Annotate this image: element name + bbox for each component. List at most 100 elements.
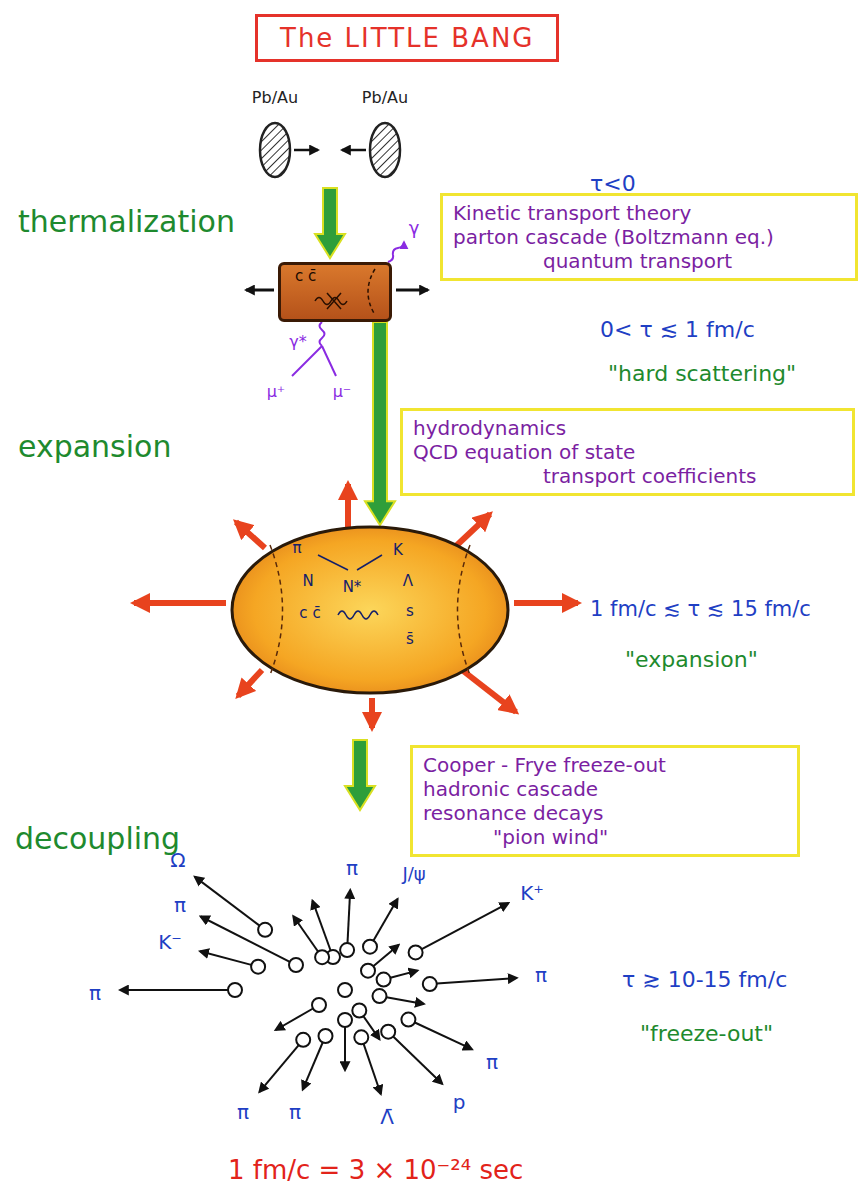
particle-label: J/ψ: [402, 864, 425, 884]
particle-label: c c̄: [299, 604, 320, 622]
stage-arrow: [315, 188, 345, 258]
method-line: transport coefficients: [543, 464, 756, 488]
flow-arrows: [134, 484, 578, 728]
hadron-circle: [409, 945, 423, 959]
expansion-arrow: [246, 289, 274, 292]
method-line: QCD equation of state: [413, 440, 635, 464]
collision-line: [318, 555, 382, 570]
annotation: 1 fm/c ≲ τ ≲ 15 fm/c: [590, 598, 811, 621]
hadron-track: [393, 1037, 442, 1084]
flow-arrow: [238, 670, 262, 696]
annotation: 1 fm/c = 3 × 10⁻²⁴ sec: [228, 1156, 523, 1185]
hadron-circle: [377, 973, 391, 987]
hadron-circle: [319, 1029, 333, 1043]
hadron-track: [422, 903, 509, 949]
particle-label: π: [174, 894, 186, 916]
annotation: thermalization: [18, 205, 235, 238]
particle-label: p: [453, 1091, 466, 1113]
hadron-track: [415, 1023, 472, 1050]
particle-label: Λ: [403, 572, 413, 590]
particle-label: γ: [409, 218, 420, 238]
fluid-ellipse-outline: [232, 527, 508, 693]
annotation: "freeze-out": [640, 1022, 773, 1046]
nucleus: Pb/Au: [348, 88, 422, 180]
hadron-track: [364, 1044, 381, 1094]
nucleus-ellipse: [260, 123, 290, 177]
parton-line: [327, 293, 341, 309]
lepton-line: [322, 346, 336, 376]
hadron-circle: [401, 1013, 415, 1027]
method-line: parton cascade (Boltzmann eq.): [453, 225, 774, 249]
flow-arrow: [369, 698, 375, 728]
stage-arrow: [345, 740, 375, 810]
annotation: 0< τ ≲ 1 fm/c: [600, 318, 755, 342]
particle-label: π: [289, 1101, 301, 1123]
hadron-track: [201, 917, 290, 962]
front-line: [368, 269, 375, 315]
particle-label: s̄: [406, 630, 414, 648]
hadron-circle: [361, 964, 375, 978]
front-line: [270, 545, 283, 675]
particle-label: Ω: [170, 849, 185, 871]
fireball: c c̄: [278, 262, 392, 322]
hadron-circle: [296, 1033, 310, 1047]
flow-arrow: [236, 522, 265, 548]
particle-label: N: [302, 572, 313, 590]
method-line: Cooper - Frye freeze-out: [423, 753, 666, 777]
annotation: τ ≳ 10-15 fm/c: [622, 968, 787, 992]
hadron-circle: [352, 1004, 366, 1018]
particle-label: s: [406, 602, 414, 620]
hadron-track: [276, 1009, 313, 1031]
hadron-circle: [423, 977, 437, 991]
nucleus: Pb/Au: [238, 88, 312, 180]
hadron-track: [195, 877, 260, 926]
hadron-track: [348, 890, 351, 943]
hadron-burst: [120, 877, 517, 1094]
particle-label: π: [346, 857, 358, 879]
approach-arrow: [342, 149, 366, 152]
hadron-circle: [312, 998, 326, 1012]
method-box: Cooper - Frye freeze-outhadronic cascade…: [410, 745, 800, 857]
title-box: The LITTLE BANG: [255, 14, 559, 62]
fluid-ellipse: πNN*KΛc c̄ss̄: [230, 525, 510, 695]
flow-arrow: [462, 670, 516, 712]
particle-label: K: [393, 541, 403, 559]
hadron-circle: [363, 940, 377, 954]
particle-label: γ*: [289, 333, 306, 351]
hadron-track: [374, 899, 398, 941]
particle-label: π: [89, 982, 101, 1004]
quark-pair-label: c c̄: [295, 267, 316, 285]
method-line: hydrodynamics: [413, 416, 566, 440]
method-line: resonance decays: [423, 801, 604, 825]
particle-label: π: [237, 1101, 249, 1123]
annotation: "hard scattering": [608, 362, 796, 386]
hadron-track: [200, 951, 251, 965]
method-box: hydrodynamicsQCD equation of statetransp…: [400, 408, 855, 496]
hadron-track: [293, 916, 318, 951]
hadron-track: [303, 1043, 323, 1090]
hadron-circle: [228, 983, 242, 997]
hadron-track: [260, 1045, 299, 1092]
hadron-circle: [340, 943, 354, 957]
flow-arrow: [514, 600, 578, 606]
fluid-shape: [230, 525, 510, 695]
hadron-track: [386, 997, 423, 1004]
particle-label: π: [292, 539, 301, 557]
hadron-track: [344, 1027, 346, 1070]
annotation: τ<0: [590, 172, 636, 196]
hadron-track: [313, 901, 331, 951]
hadron-track: [120, 989, 228, 991]
particle-label: π: [486, 1051, 498, 1073]
method-line: "pion wind": [493, 825, 608, 849]
particle-label: Λ̄: [380, 1106, 394, 1128]
flow-arrow: [456, 514, 490, 546]
particle-label: K⁺: [520, 882, 544, 904]
photon-line: [388, 242, 404, 262]
hadron-track: [363, 1016, 379, 1039]
hadron-circle: [338, 1013, 352, 1027]
particle-label: μ⁺: [267, 383, 286, 401]
method-line: quantum transport: [543, 249, 732, 273]
annotation: "expansion": [625, 648, 758, 672]
nucleus-ellipse: [370, 123, 400, 177]
